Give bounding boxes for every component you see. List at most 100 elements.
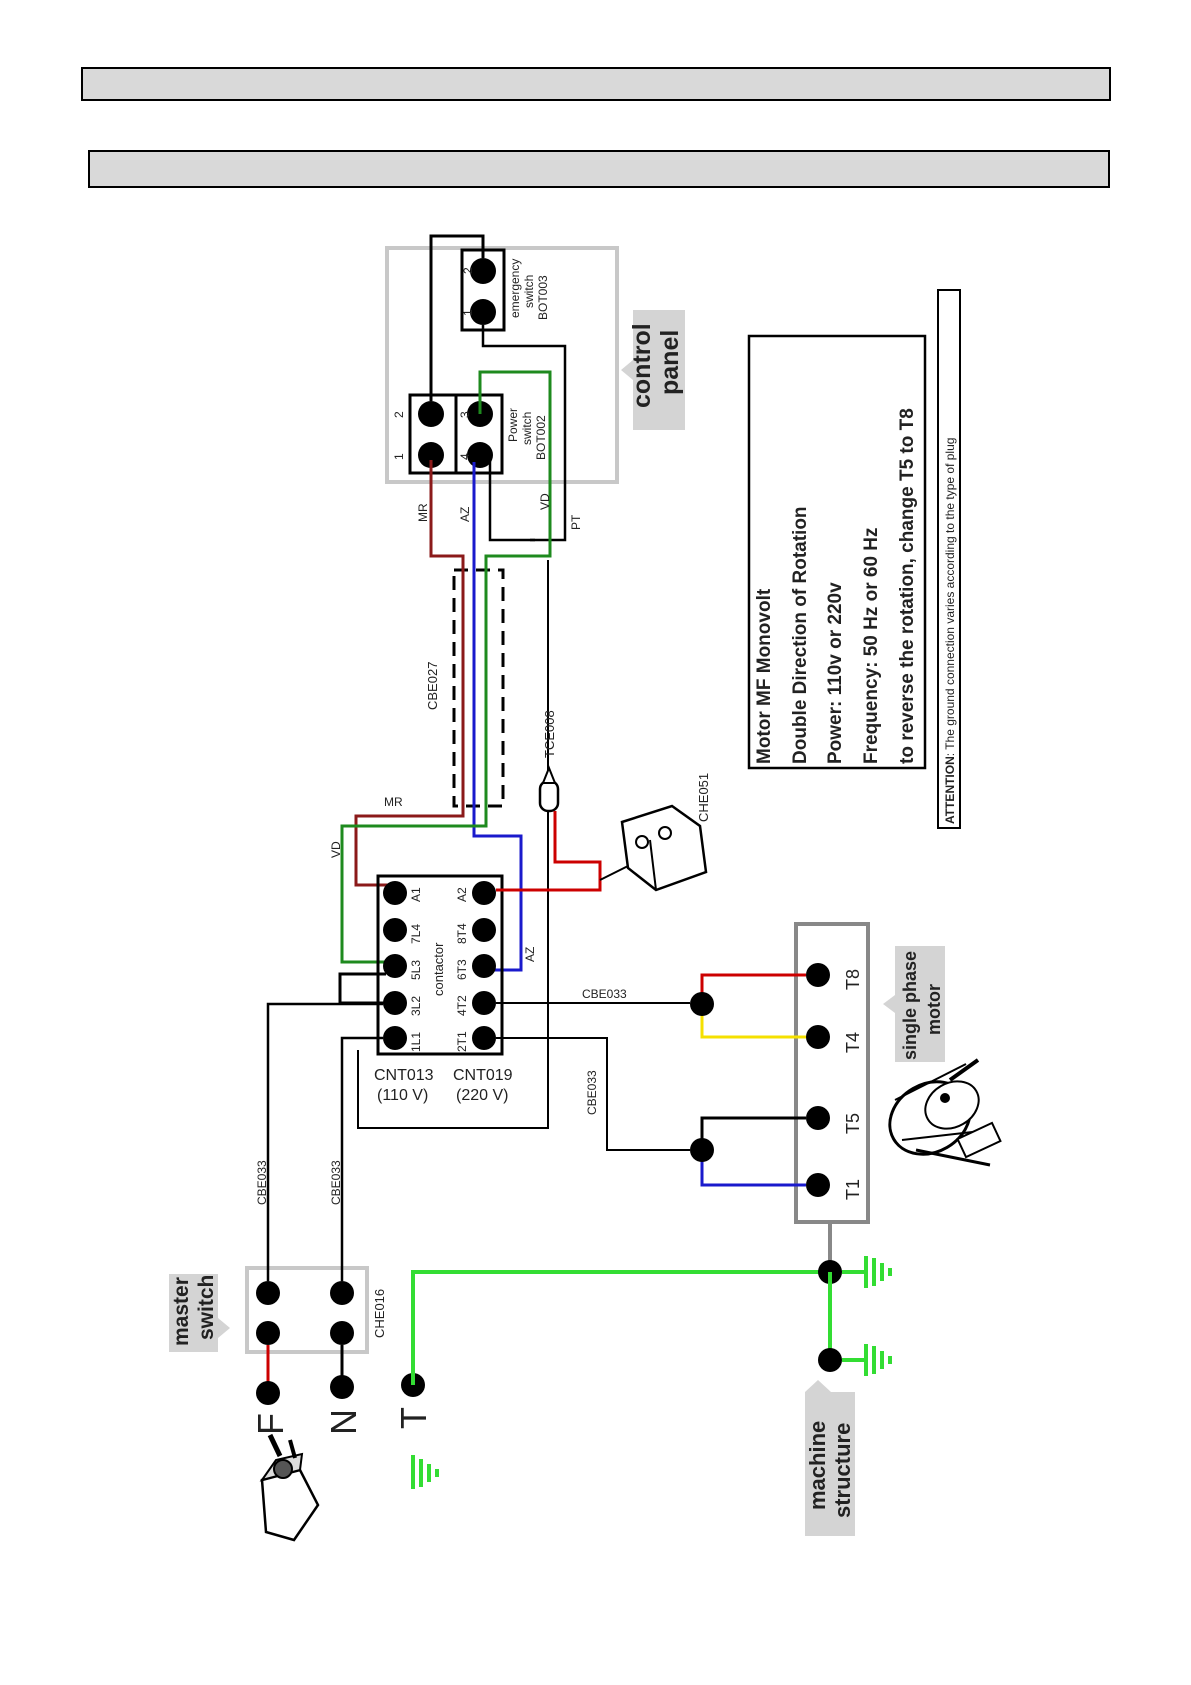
wire-pt-loop [357,560,549,1129]
terminal-a1 [383,881,407,905]
plug-icon [259,1433,320,1542]
svg-text:A1: A1 [409,887,423,902]
contactor: 1L1 3L2 5L3 7L4 A1 contactor 2T1 4T2 6T3… [376,874,504,1056]
svg-text:1: 1 [461,309,475,316]
svg-text:Frequency: 50 Hz or 60 Hz: Frequency: 50 Hz or 60 Hz [861,527,882,764]
attention-note: ATTENTION: The ground connection varies … [937,289,961,829]
wire-t1-blue [700,1150,806,1187]
wire-sensor-red [496,811,602,892]
master-switch-term-f-in [256,1321,280,1345]
wire-mr [354,460,465,887]
contactor-voltage-110: (110 V) [377,1087,428,1104]
svg-text:switch: switch [520,412,534,445]
info-box: Motor MF Monovolt Double Direction of Ro… [747,334,927,770]
junction-t1-t5 [690,1138,714,1162]
svg-text:BOT002: BOT002 [534,415,548,460]
machine-structure-tag: machine structure [805,1380,855,1536]
cable-cbe027 [452,568,505,808]
svg-text:4T2: 4T2 [455,995,469,1016]
svg-text:7L4: 7L4 [409,924,423,944]
motor-terminal-box [794,922,870,1224]
svg-text:AZ: AZ [523,947,537,962]
svg-text:switch: switch [195,1275,218,1340]
svg-text:structure: structure [830,1423,855,1518]
ground-icon-plug [411,1455,439,1491]
svg-text:T: T [393,1407,434,1429]
motor-terminal-t5 [806,1106,830,1130]
svg-text:T1: T1 [843,1179,863,1200]
che051-box: CHE051 [599,773,711,892]
svg-text:N: N [323,1409,364,1435]
svg-text:2: 2 [461,267,475,274]
wire-pt [481,325,567,542]
svg-text:5L3: 5L3 [409,960,423,980]
svg-text:control: control [628,323,656,408]
svg-text:1: 1 [392,453,406,460]
svg-text:T5: T5 [843,1113,863,1134]
svg-text:CBE033: CBE033 [329,1160,343,1205]
control-panel-box [385,246,619,484]
ground-icon-motor [864,1254,892,1290]
svg-text:TCE008: TCE008 [542,710,557,758]
terminal-8t4 [472,918,496,942]
ground-icon-structure [864,1342,892,1378]
wire-power-black [488,455,535,542]
control-panel-tag: control panel [621,310,685,430]
svg-text:BOT003: BOT003 [536,275,550,320]
svg-text:CHE051: CHE051 [696,773,711,822]
terminal-4t2 [472,991,496,1015]
motor-terminal-t1 [806,1173,830,1197]
svg-text:single phase: single phase [900,951,920,1060]
master-switch-tag: master switch [169,1274,230,1352]
svg-text:3L2: 3L2 [409,996,423,1016]
terminal-6t3 [472,954,496,978]
svg-text:F: F [250,1413,291,1435]
terminal-a2 [472,881,496,905]
terminal-7l4 [383,918,407,942]
svg-text:Double Direction of Rotation: Double Direction of Rotation [790,506,811,764]
wire-t5-black [700,1116,806,1150]
master-switch-term-n-out [330,1281,354,1305]
svg-text:PT: PT [569,514,583,530]
svg-text:MR: MR [416,503,430,522]
svg-text:CBE033: CBE033 [585,1070,599,1115]
contactor-model-220: CNT019 [453,1067,513,1084]
emergency-switch: 2 1 emergency switch BOT003 [460,248,550,332]
plug-terminal-f [256,1381,280,1405]
wire-f-cbe033 [266,1002,383,1281]
wire-n-cbe033 [340,1036,383,1281]
master-switch-box [245,1266,369,1354]
contactor-model-110: CNT013 [374,1067,434,1084]
svg-text:AZ: AZ [458,507,472,522]
terminal-3l2 [383,991,407,1015]
svg-text:2T1: 2T1 [455,1031,469,1052]
svg-text:6T3: 6T3 [455,959,469,980]
wire-ground-main [411,1270,830,1385]
svg-text:A2: A2 [455,887,469,902]
svg-text:T4: T4 [843,1032,863,1053]
plug-terminal-n [330,1375,354,1399]
master-switch-term-f-out [256,1281,280,1305]
svg-text:T8: T8 [843,969,863,990]
junction-t4-t8 [690,992,714,1016]
svg-text:MR: MR [384,795,403,809]
wire-2t1-cbe033 [496,1037,690,1151]
svg-text:3: 3 [458,411,472,418]
motor-icon [888,1058,1002,1167]
svg-text:Power: Power [506,408,520,442]
svg-text:CBE033: CBE033 [255,1160,269,1205]
svg-text:CBE027: CBE027 [425,662,440,710]
contactor-voltage-220: (220 V) [456,1087,508,1104]
svg-text:to reverse the rotation, chang: to reverse the rotation, change T5 to T8 [897,408,918,764]
svg-text:ATTENTION: The ground connecti: ATTENTION: The ground connection varies … [943,438,957,824]
svg-text:panel: panel [656,330,684,395]
master-switch-term-n-in [330,1321,354,1345]
svg-text:4: 4 [458,453,472,460]
svg-text:1L1: 1L1 [409,1032,423,1052]
wire-vd [340,370,552,964]
wire-t4-yellow [700,1004,806,1039]
svg-text:2: 2 [392,411,406,418]
terminal-2t1 [472,1026,496,1050]
terminal-5l3 [383,954,407,978]
